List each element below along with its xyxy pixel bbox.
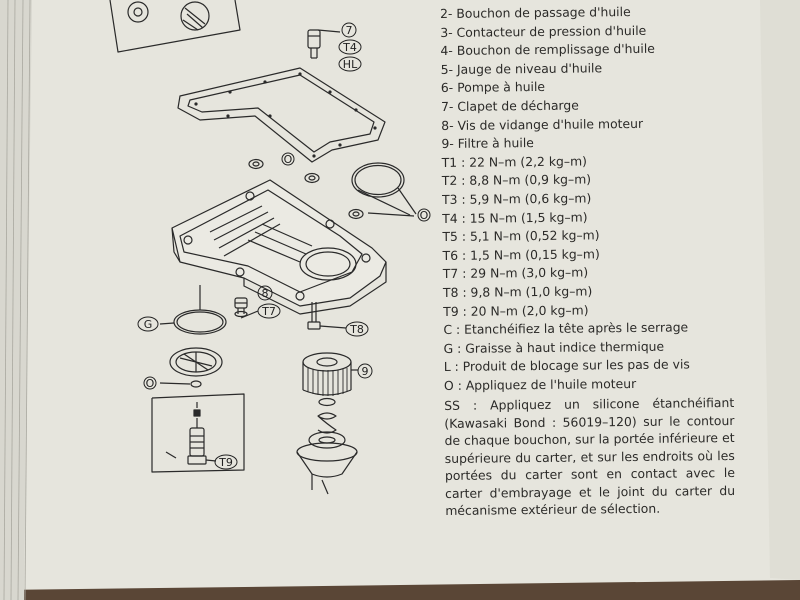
callout-g <box>137 316 159 332</box>
callout-t9 <box>214 454 238 470</box>
callout-7 <box>341 22 357 38</box>
callout-9 <box>357 363 373 379</box>
callout-t4 <box>338 39 362 55</box>
callout-9-text: 9 <box>362 365 369 378</box>
page-edge <box>0 0 32 600</box>
callout-g-text: G <box>144 318 153 331</box>
symbol-item: O : Appliquez de l'huile moteur <box>443 375 637 393</box>
oil-filter <box>302 352 358 396</box>
oil-pan-gasket <box>177 67 386 163</box>
drain-bolt <box>234 297 259 319</box>
callout-o-left: O <box>146 377 155 390</box>
callout-t9-text: T9 <box>218 456 233 469</box>
large-o-ring-inner <box>354 164 402 196</box>
oil-system-diagram <box>109 0 417 495</box>
callout-8 <box>257 285 273 301</box>
callout-t8-text: T8 <box>349 323 364 336</box>
callout-7-text: 7 <box>346 24 353 37</box>
relief-valve-box <box>151 393 245 473</box>
filter-cover-plate <box>308 431 346 449</box>
page-curl-shadow <box>760 0 800 580</box>
pump-frame-box <box>109 0 241 53</box>
callout-t7-text: T7 <box>261 305 276 318</box>
callout-o-top: O <box>284 153 293 166</box>
callout-8-text: 8 <box>262 287 269 300</box>
oil-strainer <box>169 347 223 377</box>
callout-t8 <box>345 321 369 337</box>
callout-o-right: O <box>420 209 429 222</box>
page-edge-lines <box>3 0 31 600</box>
sealant-note: SS : Appliquez un silicone étanchéifiant… <box>444 395 736 519</box>
parts-legend: 2- Bouchon de passage d'huile 3- Contact… <box>440 2 735 520</box>
small-washer <box>190 380 202 388</box>
filter-washer <box>318 397 336 407</box>
diagram-callouts: 7 T4 HL O O 8 T7 G T8 9 O T9 <box>137 22 431 470</box>
callout-t4-text: T4 <box>342 41 357 54</box>
pan-bolt <box>307 302 347 330</box>
filter-cup <box>296 442 358 495</box>
callout-hl-text: HL <box>343 58 358 71</box>
callout-t7 <box>257 303 281 319</box>
oil-pan-body <box>171 179 387 315</box>
large-o-ring <box>351 162 405 198</box>
callout-hl <box>338 56 362 72</box>
relief-valve-plug <box>307 29 321 59</box>
g-o-ring <box>159 285 227 335</box>
